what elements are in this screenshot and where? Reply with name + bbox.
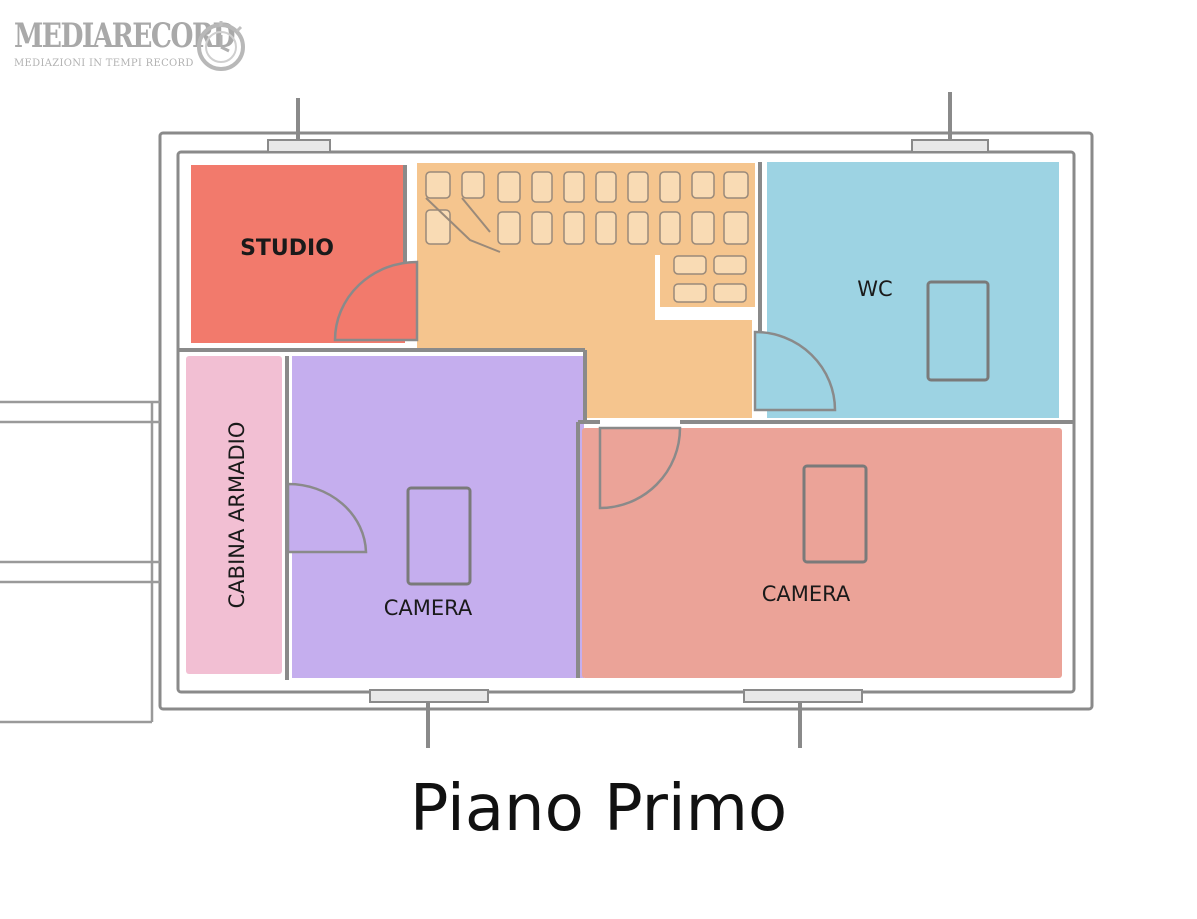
clock-icon xyxy=(197,21,245,71)
wc-fixture xyxy=(926,280,990,382)
camera-right-label: CAMERA xyxy=(762,582,851,606)
floor-caption: Piano Primo xyxy=(409,772,788,846)
camera-right-bed xyxy=(802,464,868,564)
cabina-room xyxy=(186,356,282,674)
studio-label: STUDIO xyxy=(240,236,334,261)
wc-door-swing xyxy=(753,330,837,412)
camera-left-label: CAMERA xyxy=(384,596,473,620)
hall-area xyxy=(417,255,752,418)
logo-subtitle: MEDIAZIONI IN TEMPI RECORD xyxy=(14,58,194,69)
camera-left-bed xyxy=(406,486,472,586)
camera-right-room xyxy=(582,428,1062,678)
wc-label: WC xyxy=(857,277,892,301)
window-frames xyxy=(267,139,989,703)
camera-left-door-swing xyxy=(286,482,368,554)
company-logo: MEDIARECORD MEDIAZIONI IN TEMPI RECORD xyxy=(12,10,252,76)
cabina-label: CABINA ARMADIO xyxy=(225,422,249,609)
camera-right-door-swing xyxy=(598,426,682,510)
balcony-outline xyxy=(0,400,160,724)
staircase xyxy=(417,163,755,307)
studio-door-swing xyxy=(333,260,419,342)
internal-walls xyxy=(178,162,1074,680)
